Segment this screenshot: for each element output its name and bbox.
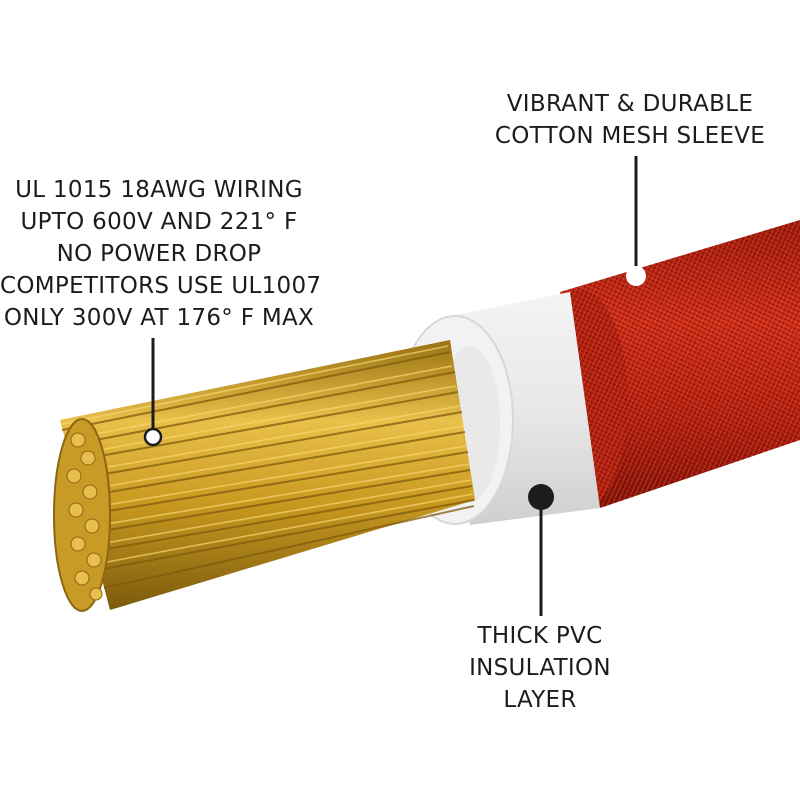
pvc-callout-text: THICK PVC INSULATION LAYER	[440, 620, 640, 716]
wiring-callout-line: UL 1015 18AWG WIRING	[15, 177, 303, 203]
copper-strand-bundle	[53, 340, 475, 612]
sleeve-callout-text: VIBRANT & DURABLE COTTON MESH SLEEVE	[480, 88, 780, 152]
sleeve-callout-line: COTTON MESH SLEEVE	[494, 123, 766, 149]
callout-pointer-pvc	[528, 484, 554, 616]
pvc-callout-line: THICK PVC	[477, 623, 603, 649]
sleeve-callout-line: VIBRANT & DURABLE	[506, 91, 754, 117]
pvc-callout-line: INSULATION	[469, 655, 611, 681]
wiring-callout-text: UL 1015 18AWG WIRING UPTO 600V AND 221° …	[0, 174, 322, 334]
wiring-callout-line: NO POWER DROP	[56, 241, 262, 267]
callout-pointer-sleeve	[626, 156, 646, 286]
wiring-callout-line: ONLY 300V AT 176° F MAX	[3, 305, 315, 331]
wiring-callout-line: UPTO 600V AND 221° F	[20, 209, 298, 235]
pvc-callout-line: LAYER	[503, 687, 577, 713]
wiring-callout-line: COMPETITORS USE UL1007	[0, 273, 322, 299]
callout-pointer-wiring	[143, 338, 163, 447]
